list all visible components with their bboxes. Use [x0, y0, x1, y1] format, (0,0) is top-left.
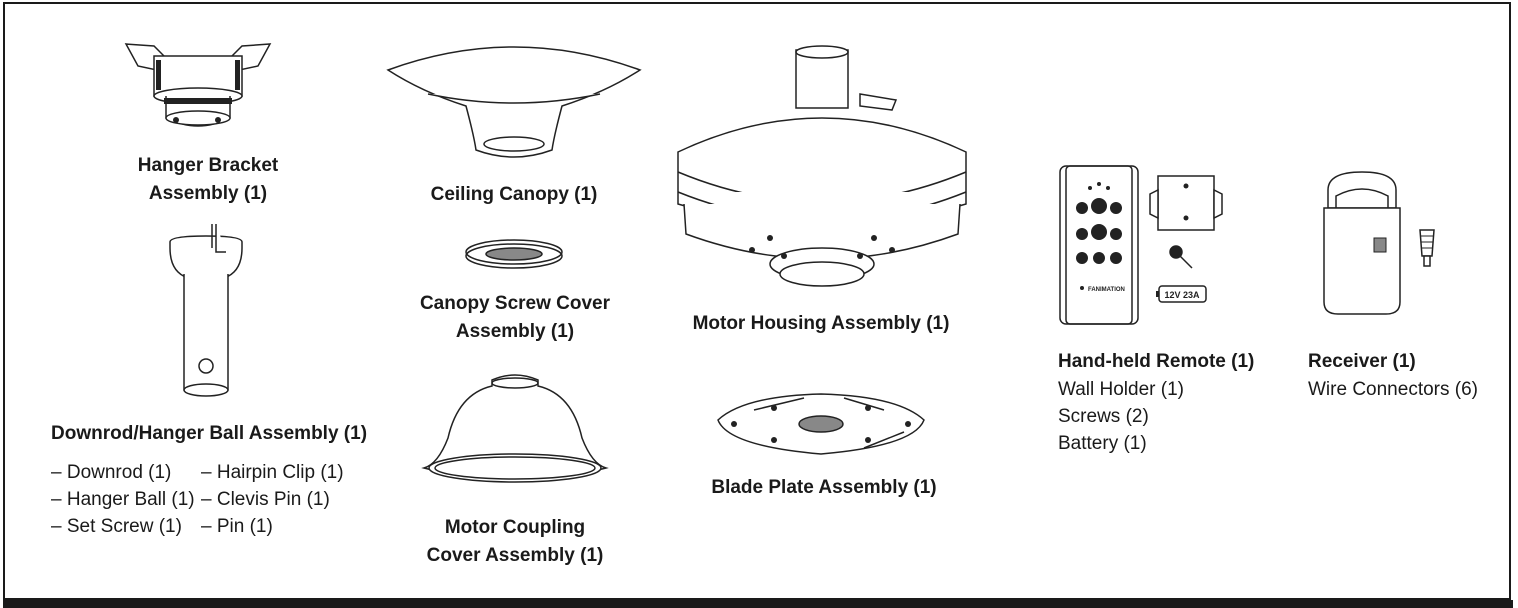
downrod-items-col1: – Downrod (1) – Hanger Ball (1) – Set Sc…: [51, 459, 195, 540]
motor-coupling-cover-illustration: [422, 368, 608, 488]
motor-coupling-cover-label: Motor Coupling Cover Assembly (1): [426, 517, 604, 566]
remote-brand-text: FANIMATION: [1088, 287, 1125, 293]
remote-items: Wall Holder (1) Screws (2) Battery (1): [1058, 376, 1184, 457]
wall-holder-item: Wall Holder (1): [1058, 379, 1184, 400]
canopy-screw-cover-label: Canopy Screw Cover Assembly (1): [419, 293, 611, 342]
remote-illustration: FANIMATION: [1058, 164, 1140, 326]
blade-plate-illustration: [714, 390, 928, 458]
downrod-illustration: [168, 224, 244, 398]
downrod-items-col2: – Hairpin Clip (1) – Clevis Pin (1) – Pi…: [201, 459, 344, 540]
battery-text: 12V 23A: [1164, 290, 1200, 300]
hanger-bracket-illustration: [118, 36, 278, 136]
battery-illustration: 12V 23A: [1156, 284, 1208, 304]
ceiling-canopy-illustration: [386, 40, 642, 162]
hanger-ball-item: – Hanger Ball (1): [51, 489, 195, 510]
receiver-label: Receiver (1): [1308, 351, 1416, 372]
ceiling-canopy-label: Ceiling Canopy (1): [430, 184, 598, 205]
motor-housing-illustration: [674, 44, 970, 290]
canopy-screw-cover-illustration: [464, 236, 564, 270]
downrod-assembly-label: Downrod/Hanger Ball Assembly (1): [51, 423, 368, 444]
receiver-illustration: [1322, 168, 1402, 318]
screws-item: Screws (2): [1058, 406, 1149, 427]
motor-housing-label: Motor Housing Assembly (1): [692, 313, 950, 334]
receiver-items: Wire Connectors (6): [1308, 376, 1478, 403]
battery-item: Battery (1): [1058, 433, 1147, 454]
diagram-frame: [3, 2, 1511, 600]
hairpin-clip-item: – Hairpin Clip (1): [201, 462, 344, 483]
set-screw-item: – Set Screw (1): [51, 516, 182, 537]
pin-item: – Pin (1): [201, 516, 273, 537]
blade-plate-label: Blade Plate Assembly (1): [711, 477, 937, 498]
hanger-bracket-label: Hanger Bracket Assembly (1): [137, 155, 279, 204]
wire-connectors-item: Wire Connectors (6): [1308, 379, 1478, 400]
wire-connector-illustration: [1416, 226, 1438, 268]
bottom-rule: [3, 600, 1513, 608]
remote-label: Hand-held Remote (1): [1058, 351, 1255, 372]
wall-holder-illustration: [1148, 172, 1224, 236]
clevis-pin-item: – Clevis Pin (1): [201, 489, 330, 510]
screw-illustration: [1168, 244, 1194, 270]
downrod-item: – Downrod (1): [51, 462, 172, 483]
